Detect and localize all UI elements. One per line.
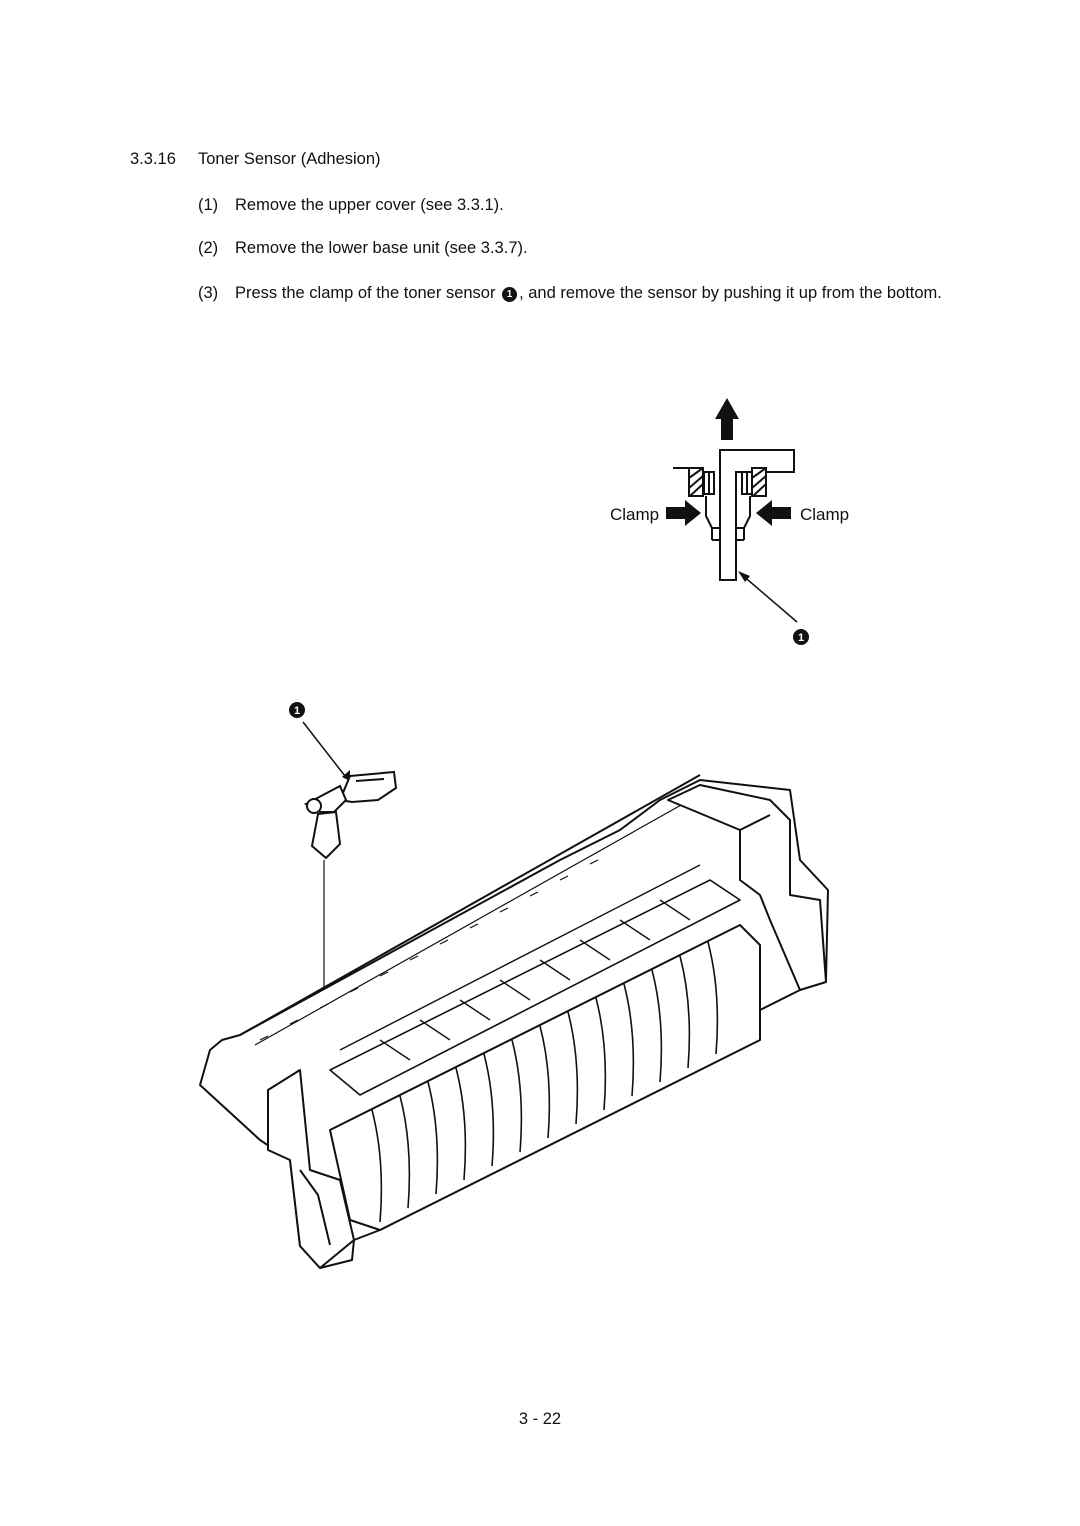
callout-marker-label: 1 <box>294 705 300 717</box>
step-number: (1) <box>198 196 219 214</box>
clamp-arrow-left-icon <box>666 500 701 526</box>
up-arrow-icon <box>715 398 739 440</box>
clamp-label-left: Clamp <box>610 505 659 524</box>
section-number: 3.3.16 <box>130 150 176 168</box>
step-number: (3) <box>198 284 219 302</box>
page-number: 3 - 22 <box>518 1410 562 1428</box>
section-title: Toner Sensor (Adhesion) <box>198 150 381 168</box>
callout-badge: 1 <box>502 287 518 302</box>
step-3: (3) Press the clamp of the toner sensor … <box>198 283 968 304</box>
step-2: (2) Remove the lower base unit (see 3.3.… <box>198 238 968 259</box>
callout-marker-label: 1 <box>798 632 804 644</box>
step-text-after: , and remove the sensor by pushing it up… <box>519 284 942 302</box>
callout-marker <box>793 629 809 645</box>
clamp-label-right: Clamp <box>800 505 849 524</box>
section-heading: 3.3.16 Toner Sensor (Adhesion) <box>130 150 381 169</box>
step-text: Press the clamp of the toner sensor 1, a… <box>235 283 968 304</box>
clamp-arrow-right-icon <box>756 500 791 526</box>
callout-marker <box>289 702 305 718</box>
step-text: Remove the upper cover (see 3.3.1). <box>235 196 504 214</box>
fixing-unit-drawing <box>199 774 829 1269</box>
clamp-detail-diagram <box>673 398 798 623</box>
step-1: (1) Remove the upper cover (see 3.3.1). <box>198 195 968 216</box>
step-text: Remove the lower base unit (see 3.3.7). <box>235 239 528 257</box>
pointer-arrowhead-icon <box>738 571 750 582</box>
step-text-before: Press the clamp of the toner sensor <box>235 284 496 302</box>
step-number: (2) <box>198 239 219 257</box>
